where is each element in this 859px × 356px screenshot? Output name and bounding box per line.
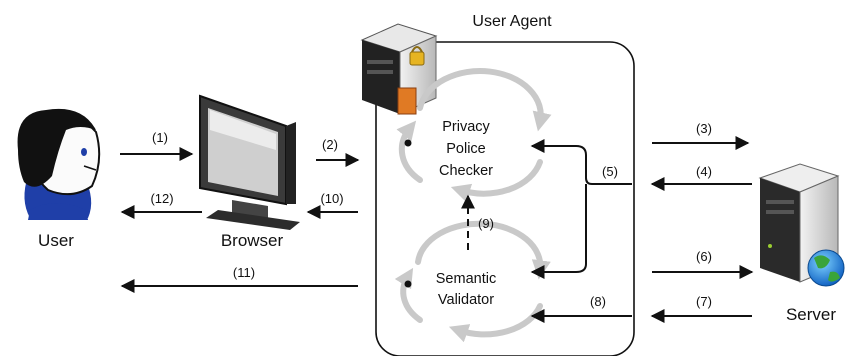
server-label: Server (786, 305, 836, 324)
user-head-icon (17, 108, 101, 220)
user-agent-boundary (375, 41, 635, 356)
step-label-8: (8) (590, 294, 606, 309)
step-label-7: (7) (696, 294, 712, 309)
browser-label: Browser (221, 231, 284, 250)
privacy-checker-cycle (396, 68, 552, 203)
web-server-icon (758, 163, 845, 287)
user-agent-title: User Agent (472, 13, 552, 30)
step-label-4: (4) (696, 164, 712, 179)
step-label-2: (2) (322, 137, 338, 152)
arrow-step-5-down (530, 184, 587, 279)
step-label-3: (3) (696, 121, 712, 136)
step-label-11: (11) (233, 265, 255, 280)
privacy-label-line2: Police (446, 141, 486, 157)
step-label-9: (9) (478, 216, 494, 231)
step-arrows (120, 136, 754, 323)
privacy-label-line3: Checker (439, 163, 493, 179)
arrow-step-5-up (530, 139, 632, 185)
semantic-label-line1: Semantic (436, 271, 496, 287)
step-label-10: (10) (320, 191, 343, 206)
step-label-12: (12) (150, 191, 173, 206)
step-label-1: (1) (152, 130, 168, 145)
privacy-label-line1: Privacy (442, 119, 490, 135)
monitor-icon (199, 94, 300, 230)
semantic-label-line2: Validator (438, 292, 494, 308)
step-label-5: (5) (602, 164, 618, 179)
step-label-6: (6) (696, 249, 712, 264)
user-label: User (38, 231, 74, 250)
